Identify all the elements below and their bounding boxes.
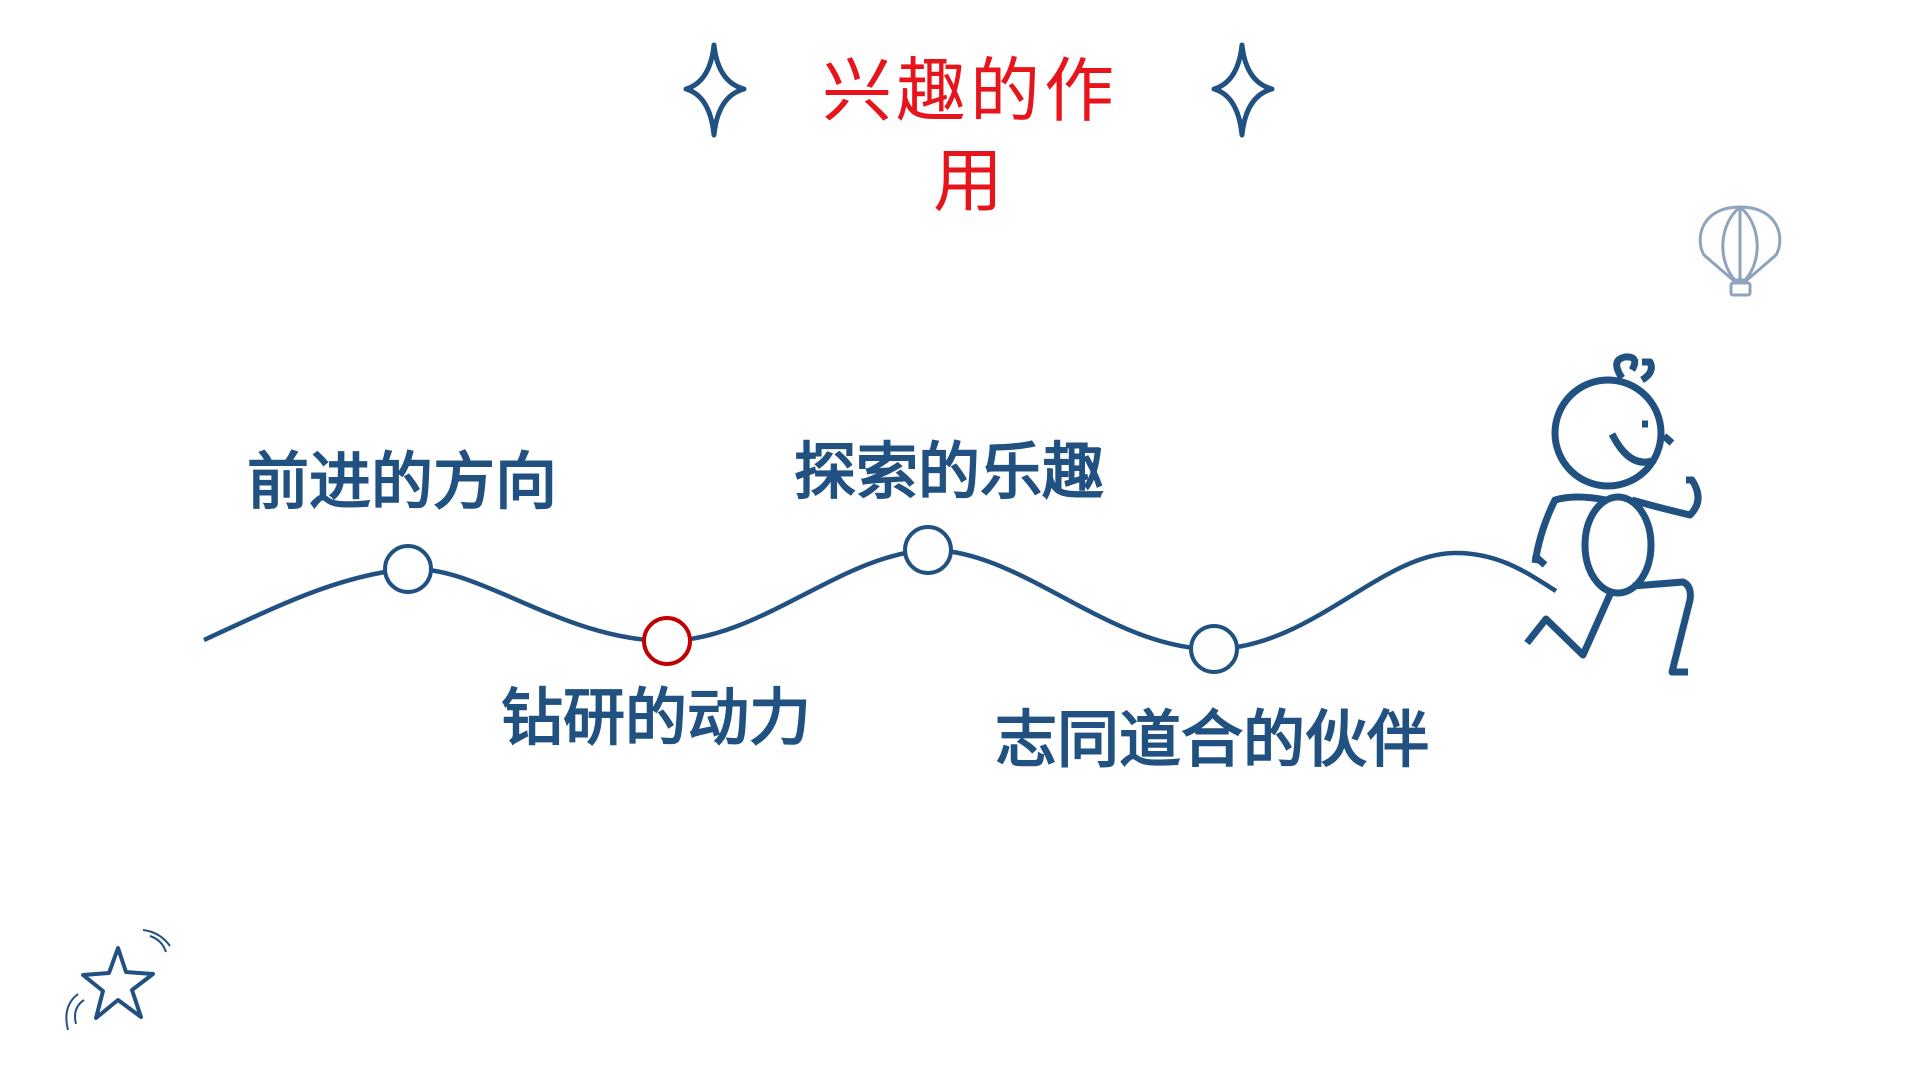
label-motivation: 钻研的动力 (500, 681, 812, 754)
timeline-node (383, 544, 433, 594)
timeline-node (1189, 624, 1239, 674)
label-direction: 前进的方向 (246, 445, 558, 518)
label-exploration: 探索的乐趣 (793, 435, 1105, 508)
running-stick-figure (1524, 353, 1702, 676)
page-title: 兴趣的作用 (822, 50, 1118, 222)
sparkle-right-icon (1211, 42, 1275, 138)
sparkle-left-icon (683, 42, 747, 138)
hot-air-balloon-icon (1698, 205, 1782, 297)
label-companions: 志同道合的伙伴 (994, 703, 1430, 776)
timeline-node (903, 525, 953, 575)
timeline-node (642, 616, 692, 666)
star-doodle-icon (65, 929, 171, 1031)
